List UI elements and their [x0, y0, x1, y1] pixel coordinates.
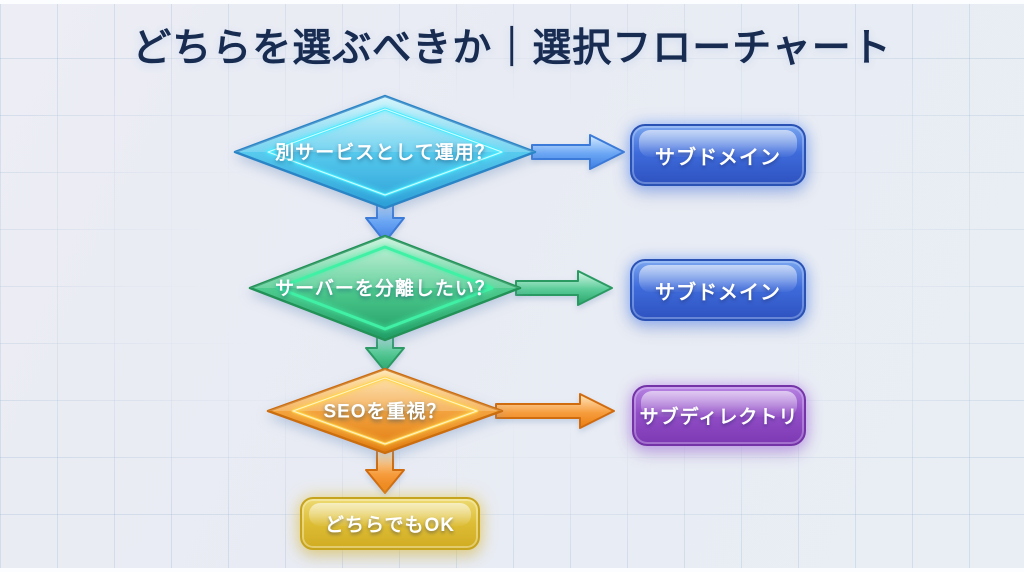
result-1-label: サブドメイン: [655, 146, 781, 169]
decision-1-label: 別サービスとして運用？: [275, 142, 495, 164]
top-edge-strip: [0, 0, 1024, 4]
page-title: どちらを選ぶべきか｜選択フローチャート: [132, 27, 892, 70]
decision-2-label: サーバーを分離したい？: [275, 278, 495, 300]
diamond-2-gloss: [250, 236, 520, 288]
result-box-subdirectory: サブディレクトリ: [632, 385, 806, 446]
decision-diamond-1: [233, 94, 537, 210]
arrow-right-to-result-3: [495, 393, 615, 429]
result-4-label: どちらでもOK: [325, 515, 455, 536]
decision-diamond-3: [266, 367, 504, 455]
arrow-right-to-result-1: [531, 134, 625, 170]
decision-3-label: SEOを重視？: [323, 401, 447, 423]
decision-diamond-2: [248, 234, 522, 342]
result-box-either-ok: どちらでもOK: [300, 497, 480, 550]
diamond-2-neon-edge: [276, 245, 494, 331]
result-box-subdomain-1: サブドメイン: [630, 124, 806, 186]
bottom-edge-strip: [0, 568, 1024, 572]
arrow-down-decision3-to-result-4: [365, 450, 405, 494]
result-2-label: サブドメイン: [655, 281, 781, 304]
result-box-subdomain-2: サブドメイン: [630, 259, 806, 321]
result-3-label: サブディレクトリ: [639, 407, 799, 428]
arrow-right-to-result-2: [515, 270, 613, 306]
